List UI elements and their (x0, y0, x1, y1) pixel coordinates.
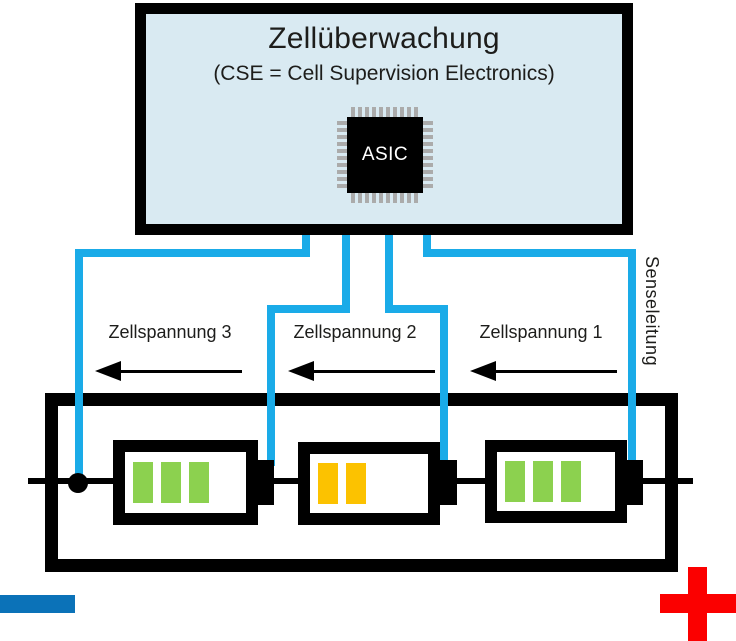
chip-pins-left (337, 121, 348, 189)
cell-3-terminal (256, 460, 274, 505)
asic-chip-label: ASIC (361, 144, 409, 165)
sense-line-0-drop (423, 230, 431, 257)
arrow-2-head-icon (288, 361, 314, 381)
battery-cell-3 (113, 440, 258, 525)
junction-dot (68, 473, 88, 493)
arrow-3-head-icon (95, 361, 121, 381)
charge-bar (189, 462, 209, 503)
sense-line-1-horizontal (385, 305, 448, 313)
charge-bar (346, 463, 366, 504)
charge-bar (318, 463, 338, 504)
arrow-3-shaft (118, 370, 242, 373)
charge-bar (133, 462, 153, 503)
label-zellspannung-2: Zellspannung 2 (293, 322, 417, 342)
sense-line-0-horizontal (423, 249, 636, 257)
label-zellspannung-3: Zellspannung 3 (108, 322, 232, 342)
arrow-1-shaft (493, 370, 617, 373)
sense-line-1-drop (385, 230, 393, 313)
battery-pack-outline (45, 393, 678, 572)
label-senseleitung: Senseleitung (642, 256, 662, 367)
sense-line-2-vertical (267, 305, 275, 466)
sense-line-3-drop (302, 230, 310, 257)
battery-cell-1 (485, 440, 627, 523)
sense-line-2-horizontal (267, 305, 350, 313)
chip-pins-top (351, 107, 419, 118)
sense-line-2-drop (342, 230, 350, 313)
sense-line-0-vertical (628, 249, 636, 466)
arrow-2-shaft (311, 370, 435, 373)
chip-pins-right (422, 121, 433, 189)
arrow-1-head-icon (470, 361, 496, 381)
label-zellspannung-1: Zellspannung 1 (479, 322, 603, 342)
cell-1-terminal (627, 460, 643, 505)
charge-bar (505, 461, 525, 502)
charge-bar (533, 461, 553, 502)
diagram-title: Zellüberwachung (268, 22, 500, 55)
charge-bar (161, 462, 181, 503)
cell-2-terminal (440, 460, 457, 505)
minus-terminal-icon (0, 595, 75, 613)
battery-cell-2 (298, 442, 440, 525)
charge-bar (561, 461, 581, 502)
sense-line-3-horizontal (75, 249, 310, 257)
plus-terminal-icon-vertical (688, 567, 707, 641)
diagram-subtitle: (CSE = Cell Supervision Electronics) (213, 61, 555, 85)
sense-line-3-vertical (75, 249, 83, 477)
asic-chip-icon: ASIC (347, 117, 423, 193)
chip-pins-bottom (351, 192, 419, 203)
sense-line-1-vertical (440, 305, 448, 466)
